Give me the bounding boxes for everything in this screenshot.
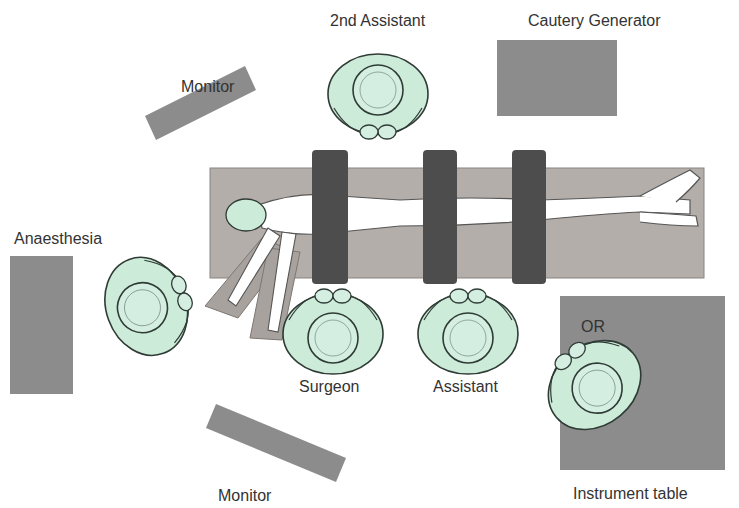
staff-label: 2nd Assistant — [330, 12, 425, 30]
anaesthetist-figure — [92, 244, 206, 367]
staff-label: Surgeon — [299, 378, 360, 396]
table-strap — [512, 150, 546, 284]
staff-label: OR — [581, 318, 605, 336]
monitor-label: Monitor — [218, 487, 271, 505]
table-strap — [312, 150, 348, 284]
monitor-label: Monitor — [181, 78, 234, 96]
monitor-bottom — [206, 404, 346, 482]
scrub-nurse-figure — [527, 318, 658, 447]
anaesthesia-machine — [10, 256, 73, 394]
equipment-label: Cautery Generator — [528, 12, 661, 30]
cautery-generator — [497, 40, 617, 116]
equipment-label: Anaesthesia — [14, 230, 102, 248]
assistant-figure — [418, 289, 518, 374]
second-assistant-figure — [328, 54, 428, 139]
surgeon-figure — [283, 289, 383, 374]
staff-label: Assistant — [433, 378, 498, 396]
monitor-top — [145, 66, 256, 140]
table-strap — [423, 150, 457, 284]
equipment-label: Instrument table — [573, 485, 688, 503]
